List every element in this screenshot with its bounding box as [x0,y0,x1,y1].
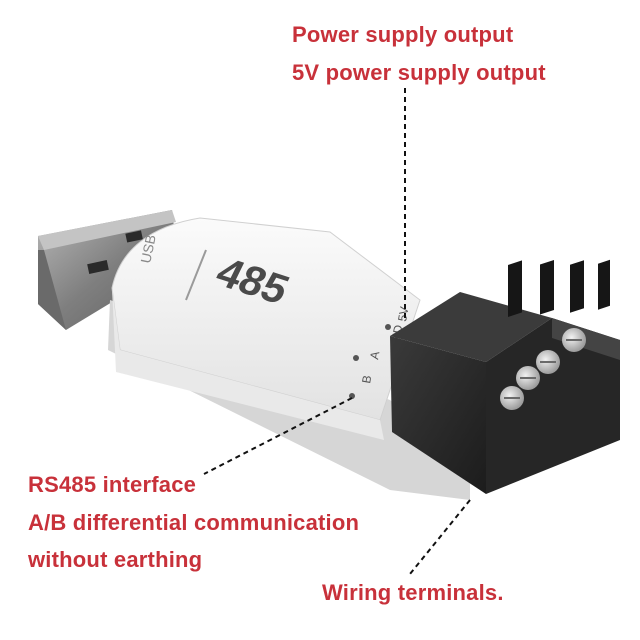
terminal-screw-4 [500,386,524,410]
power-supply-title: Power supply output [292,22,514,47]
rs485-title: RS485 interface [28,472,197,497]
rs485-leader-line [203,397,353,475]
terminal-screw-2 [536,350,560,374]
led-data [349,393,355,399]
usb-print: USB [137,233,159,264]
power-supply-subtitle: 5V power supply output [292,60,546,85]
pin-a-label: A [367,350,382,360]
rs485-line-2: A/B differential communication [28,510,360,535]
wiring-terminals-label: Wiring terminals. [322,580,504,605]
terminal-screw-1 [562,328,586,352]
converter-body: USB 485 5V GND A B [108,217,470,500]
led-power [385,324,391,330]
screw-terminal-block [390,259,620,494]
wiring-leader-line [409,499,471,575]
terminal-screw-3 [516,366,540,390]
pin-b-label: B [359,374,374,384]
led-signal [353,355,359,361]
pin-5v-label: 5V [395,306,411,323]
rs485-line-3: without earthing [28,547,203,572]
